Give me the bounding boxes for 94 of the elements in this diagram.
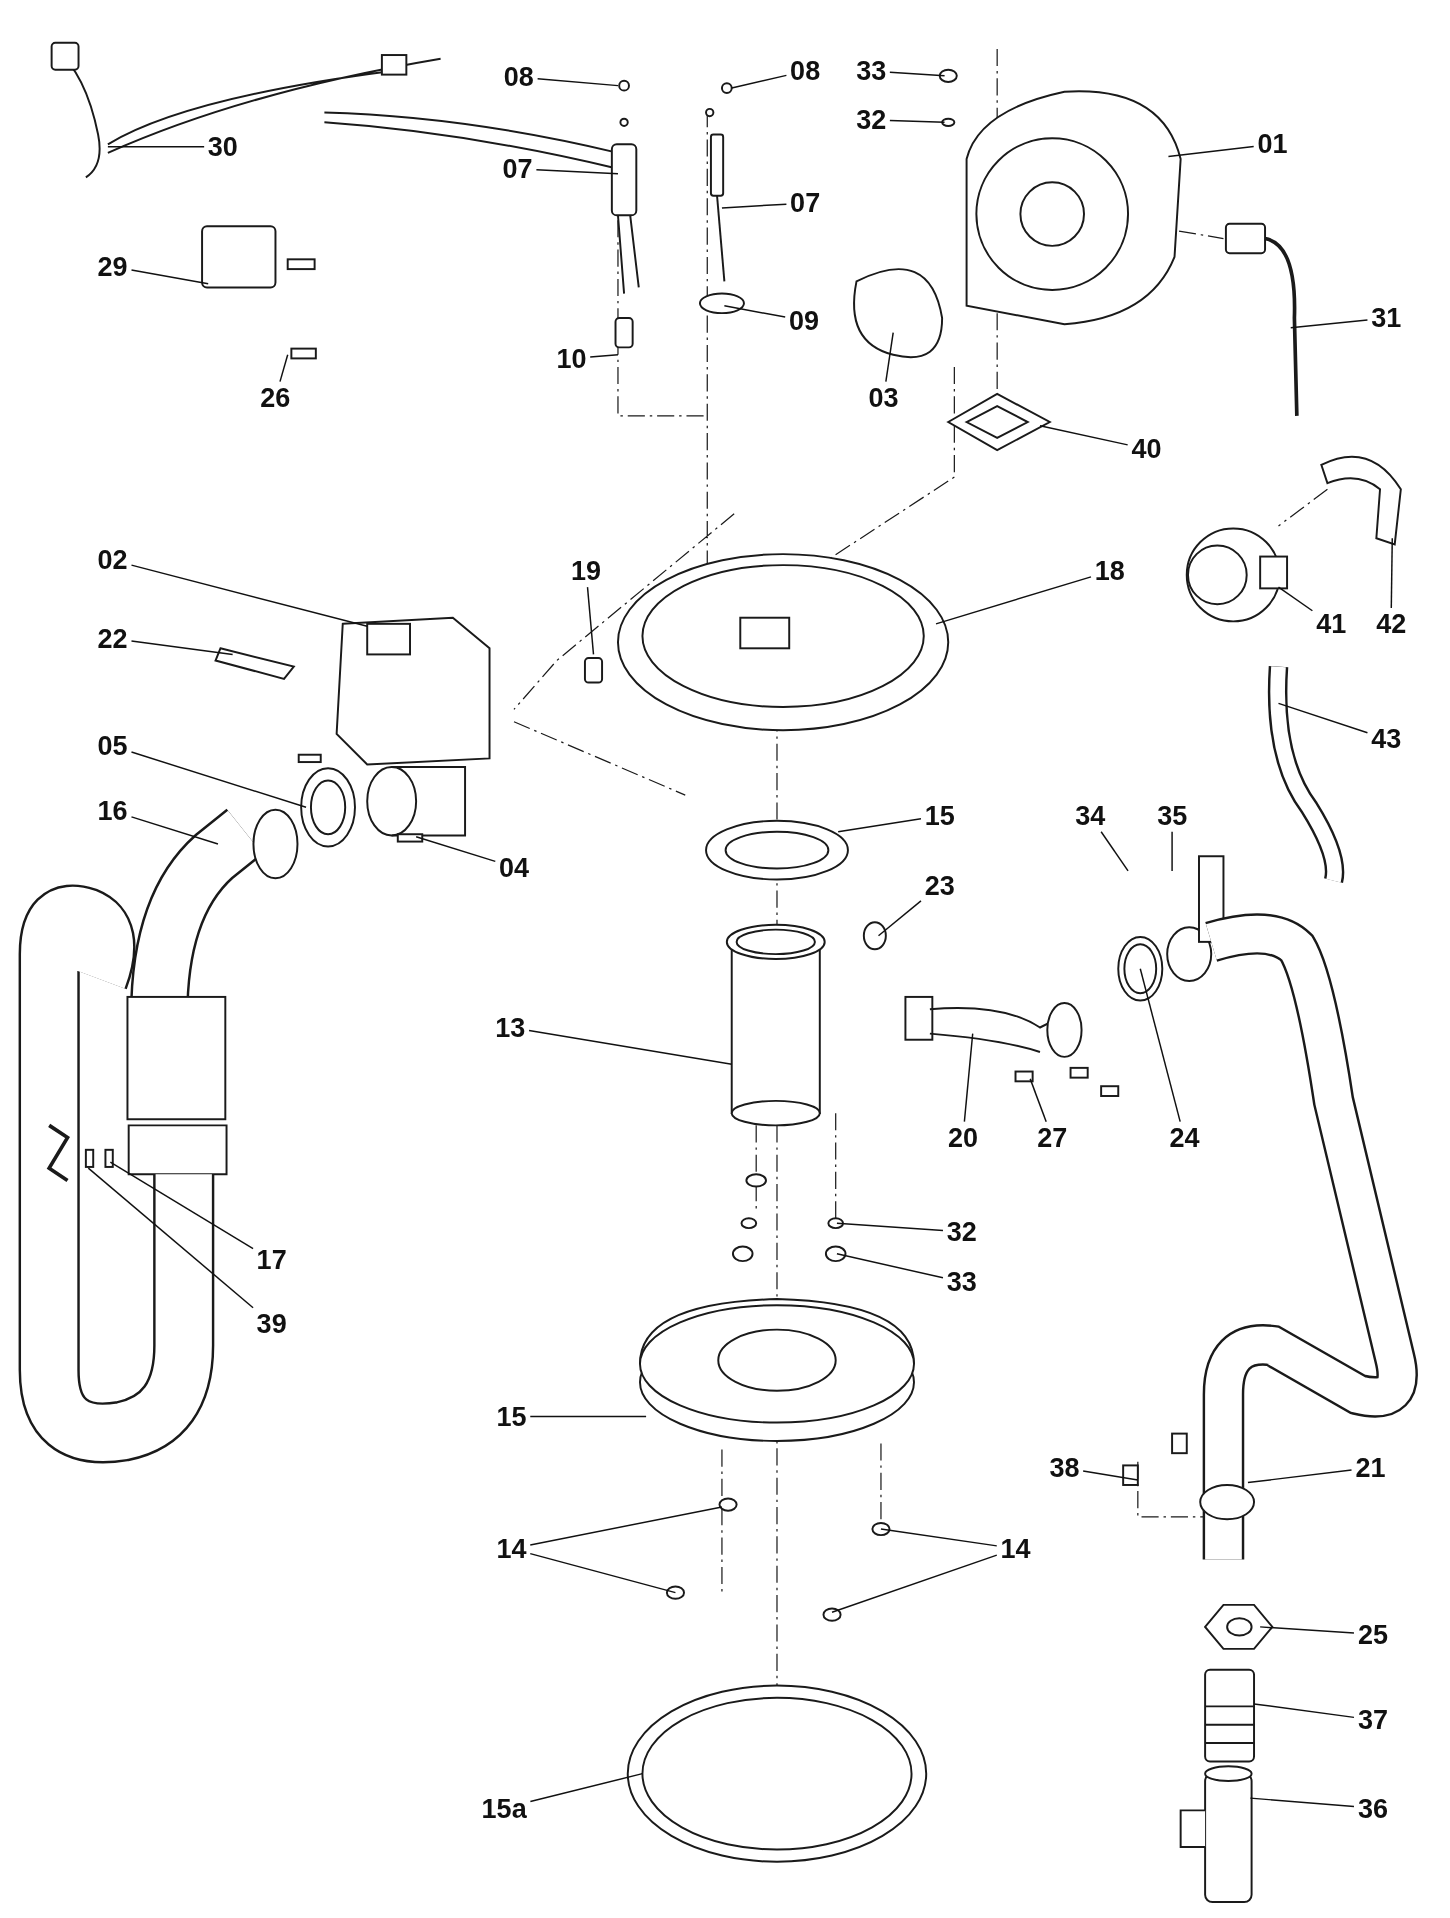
leader-line [935,576,1092,625]
callout-number: 19 [571,557,602,585]
leader-line [1390,537,1393,609]
leader-line [1277,586,1314,612]
leader-line [721,203,788,209]
leader-line [836,1253,944,1279]
callout-number: 01 [1257,130,1288,158]
leader-line [1167,145,1255,158]
leader-line [536,77,619,87]
leader-line [723,305,786,318]
leader-line [889,71,946,77]
callout-number: 07 [502,155,533,183]
callout-number: 09 [788,307,819,335]
leader-line [963,1032,974,1123]
leader-line [1290,319,1369,329]
callout-number: 29 [97,253,128,281]
callout-number: 31 [1371,304,1402,332]
leader-line [731,74,788,89]
callout-number: 10 [556,345,587,372]
callout-number: 35 [1157,802,1188,830]
callout-number: 34 [1075,802,1106,830]
callout-number: 04 [498,854,529,882]
callout-number: 32 [856,106,887,134]
leader-line [1277,702,1369,734]
callout-number: 08 [503,63,534,91]
leader-line [529,1415,647,1418]
leader-line [589,354,619,358]
leader-line [1082,1470,1139,1481]
callout-number: 15 [924,802,955,830]
callout-number: 33 [946,1268,977,1296]
leader-line [109,1161,254,1250]
leader-line [130,269,209,285]
callout-number: 26 [260,384,291,412]
leader-line [889,119,946,124]
leader-line [1253,1703,1355,1719]
callout-number: 39 [256,1310,287,1338]
callout-number: 37 [1357,1706,1388,1734]
leader-line [529,1506,723,1546]
callout-number: 03 [868,384,899,412]
leader-line [528,1029,733,1065]
leader-line [837,818,922,833]
callout-number: 33 [856,57,887,85]
leader-line [880,1528,998,1547]
callout-number: 20 [947,1124,978,1152]
leader-line [1247,1469,1353,1484]
leader-line [1171,831,1173,872]
callout-number: 17 [256,1246,287,1274]
callout-number: 25 [1357,1621,1388,1649]
leader-line [130,751,307,809]
callout-number: 43 [1371,725,1402,753]
leader-line [836,1222,944,1232]
callout-number: 41 [1316,610,1347,638]
callout-number: 13 [495,1014,526,1042]
callout-number: 15a [481,1795,527,1822]
leader-line [1139,968,1181,1123]
leader-line [535,168,619,175]
callout-number: 42 [1376,610,1407,638]
leader-line [1249,1797,1355,1808]
leader-line [107,146,205,148]
callout-number: 15 [496,1403,527,1431]
leader-line [586,586,595,656]
leader-line [529,1772,644,1803]
callout-number: 18 [1094,557,1125,585]
callout-number: 23 [924,872,955,900]
leader-line [885,331,894,383]
callout-number: 32 [946,1218,977,1246]
callout-number: 24 [1169,1124,1200,1152]
leader-line [279,354,289,383]
leader-line [877,900,922,937]
callout-number: 40 [1131,435,1162,463]
leader-line [1039,424,1129,446]
leader-line [529,1552,677,1594]
leader-line [1259,1626,1355,1634]
callout-number: 07 [790,189,821,217]
callout-number: 08 [790,57,821,85]
leader-line [1029,1078,1047,1123]
leader-line [130,816,219,845]
callout-number: 14 [496,1535,527,1563]
callout-number: 14 [1000,1535,1031,1563]
callout-number: 30 [207,133,238,161]
callout-number: 02 [97,546,128,574]
callout-number: 36 [1357,1795,1388,1822]
leader-line [831,1554,998,1613]
callout-number: 27 [1037,1124,1068,1152]
callout-number: 21 [1355,1454,1386,1482]
leader-line [1100,831,1129,872]
callout-number: 38 [1049,1454,1080,1482]
callout-number: 05 [97,732,128,760]
callout-number: 16 [97,797,128,825]
leader-line [415,835,496,863]
leader-line [130,640,234,656]
leader-line [130,564,368,628]
leader-line [87,1167,254,1309]
callout-number: 22 [97,625,128,653]
